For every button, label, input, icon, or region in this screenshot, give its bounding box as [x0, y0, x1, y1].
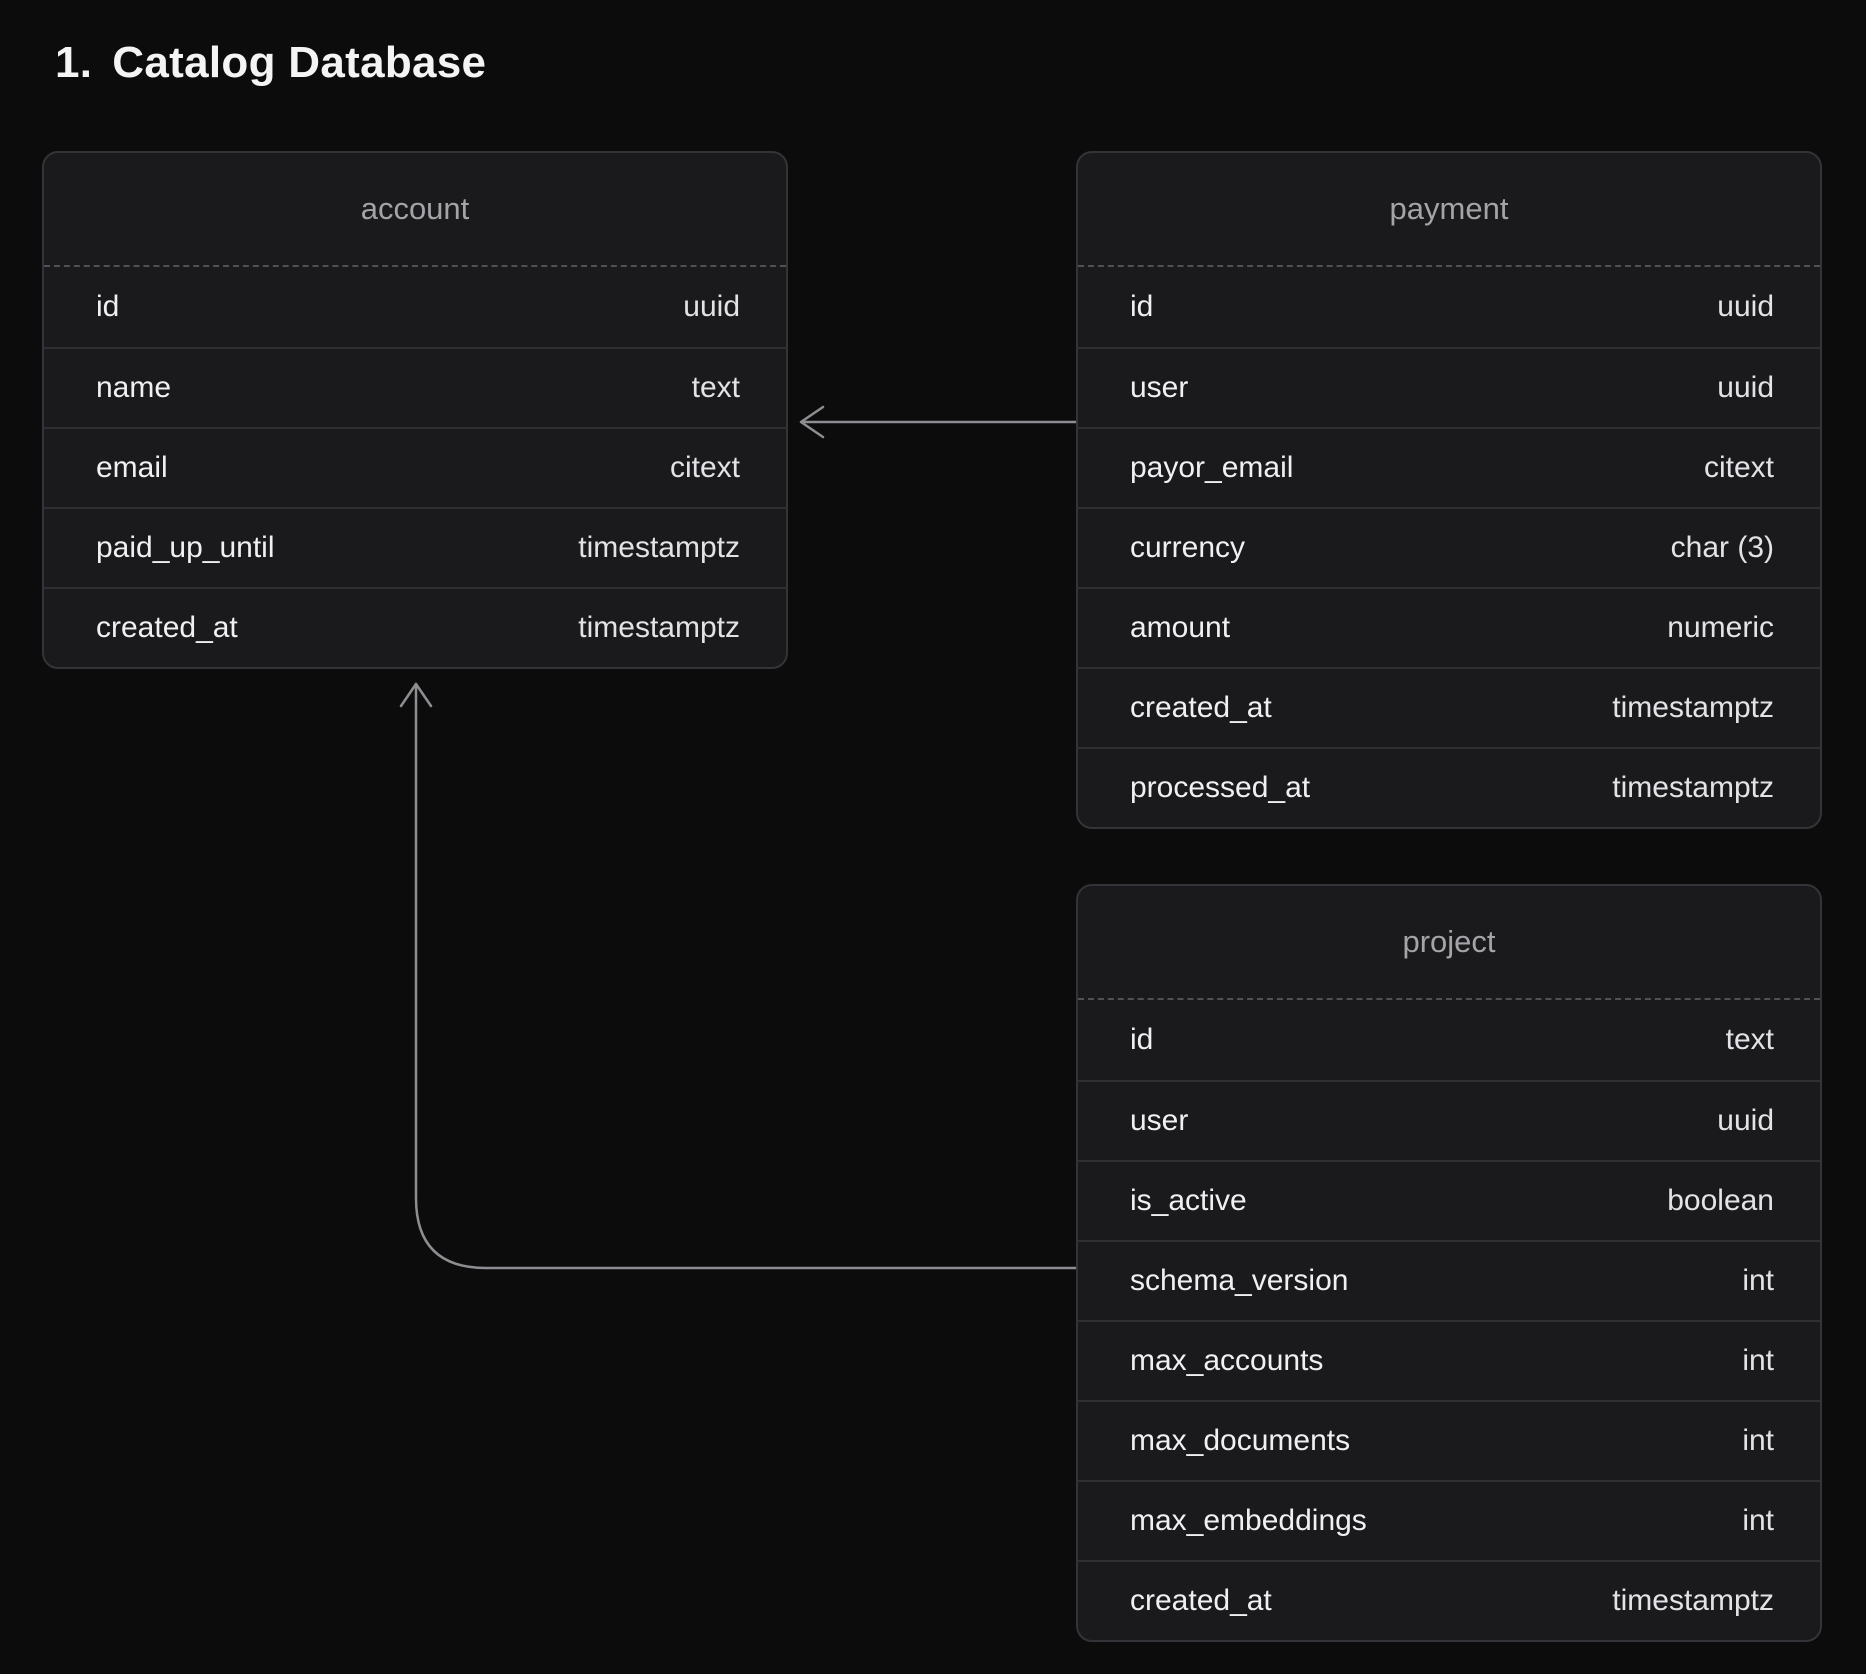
page-title-text: Catalog Database — [112, 38, 487, 87]
table-row[interactable]: created_at timestamptz — [44, 587, 786, 667]
column-type: int — [1742, 1264, 1774, 1297]
column-type: timestamptz — [1612, 771, 1774, 804]
relationship-project-account[interactable] — [399, 682, 1078, 1270]
column-name: name — [96, 371, 172, 404]
column-type: timestamptz — [578, 611, 740, 644]
table-account-columns: id uuid name text email citext paid_up_u… — [44, 267, 786, 667]
table-row[interactable]: id uuid — [44, 267, 786, 347]
column-name: paid_up_until — [96, 531, 275, 564]
column-name: amount — [1130, 611, 1231, 644]
page-title: 1. Catalog Database — [55, 38, 486, 88]
table-row[interactable]: id text — [1078, 1000, 1820, 1080]
column-name: currency — [1130, 531, 1246, 564]
table-row[interactable]: max_accounts int — [1078, 1320, 1820, 1400]
table-row[interactable]: user uuid — [1078, 347, 1820, 427]
column-name: created_at — [1130, 691, 1272, 724]
table-row[interactable]: email citext — [44, 427, 786, 507]
page-title-number: 1. — [55, 38, 93, 87]
column-name: payor_email — [1130, 451, 1294, 484]
column-type: citext — [1703, 451, 1774, 484]
arrowhead-left-icon — [799, 405, 825, 439]
table-row[interactable]: amount numeric — [1078, 587, 1820, 667]
column-type: timestamptz — [1612, 1584, 1774, 1617]
column-type: numeric — [1667, 611, 1774, 644]
table-row[interactable]: user uuid — [1078, 1080, 1820, 1160]
table-payment-title: payment — [1078, 153, 1820, 267]
column-name: processed_at — [1130, 771, 1311, 804]
table-row[interactable]: processed_at timestamptz — [1078, 747, 1820, 827]
column-type: uuid — [683, 290, 740, 323]
table-row[interactable]: is_active boolean — [1078, 1160, 1820, 1240]
table-project-columns: id text user uuid is_active boolean sche… — [1078, 1000, 1820, 1640]
column-type: text — [691, 371, 740, 404]
column-name: user — [1130, 371, 1189, 404]
table-row[interactable]: currency char (3) — [1078, 507, 1820, 587]
table-payment-columns: id uuid user uuid payor_email citext cur… — [1078, 267, 1820, 827]
table-row[interactable]: payor_email citext — [1078, 427, 1820, 507]
column-name: created_at — [1130, 1584, 1272, 1617]
column-type: uuid — [1717, 1104, 1774, 1137]
column-name: id — [1130, 290, 1154, 323]
table-row[interactable]: max_embeddings int — [1078, 1480, 1820, 1560]
column-type: int — [1742, 1344, 1774, 1377]
relationship-line — [414, 682, 1078, 1270]
column-type: citext — [669, 451, 740, 484]
column-name: email — [96, 451, 168, 484]
column-type: int — [1742, 1424, 1774, 1457]
column-name: id — [96, 290, 120, 323]
relationship-payment-account[interactable] — [799, 405, 1078, 439]
column-name: max_accounts — [1130, 1344, 1324, 1377]
column-name: is_active — [1130, 1184, 1247, 1217]
column-type: char (3) — [1670, 531, 1774, 564]
column-type: timestamptz — [1612, 691, 1774, 724]
table-account-title: account — [44, 153, 786, 267]
table-row[interactable]: max_documents int — [1078, 1400, 1820, 1480]
column-name: schema_version — [1130, 1264, 1349, 1297]
column-type: uuid — [1717, 290, 1774, 323]
table-row[interactable]: schema_version int — [1078, 1240, 1820, 1320]
table-project[interactable]: project id text user uuid is_active bool… — [1076, 884, 1822, 1642]
table-row[interactable]: created_at timestamptz — [1078, 667, 1820, 747]
column-name: max_embeddings — [1130, 1504, 1367, 1537]
column-type: int — [1742, 1504, 1774, 1537]
column-type: uuid — [1717, 371, 1774, 404]
column-name: id — [1130, 1023, 1154, 1056]
table-row[interactable]: paid_up_until timestamptz — [44, 507, 786, 587]
column-name: max_documents — [1130, 1424, 1351, 1457]
table-row[interactable]: created_at timestamptz — [1078, 1560, 1820, 1640]
table-row[interactable]: name text — [44, 347, 786, 427]
column-name: created_at — [96, 611, 238, 644]
arrowhead-up-icon — [399, 682, 433, 708]
column-type: text — [1725, 1023, 1774, 1056]
table-payment[interactable]: payment id uuid user uuid payor_email ci… — [1076, 151, 1822, 829]
table-project-title: project — [1078, 886, 1820, 1000]
column-type: timestamptz — [578, 531, 740, 564]
column-type: boolean — [1667, 1184, 1774, 1217]
column-name: user — [1130, 1104, 1189, 1137]
table-row[interactable]: id uuid — [1078, 267, 1820, 347]
table-account[interactable]: account id uuid name text email citext — [42, 151, 788, 669]
